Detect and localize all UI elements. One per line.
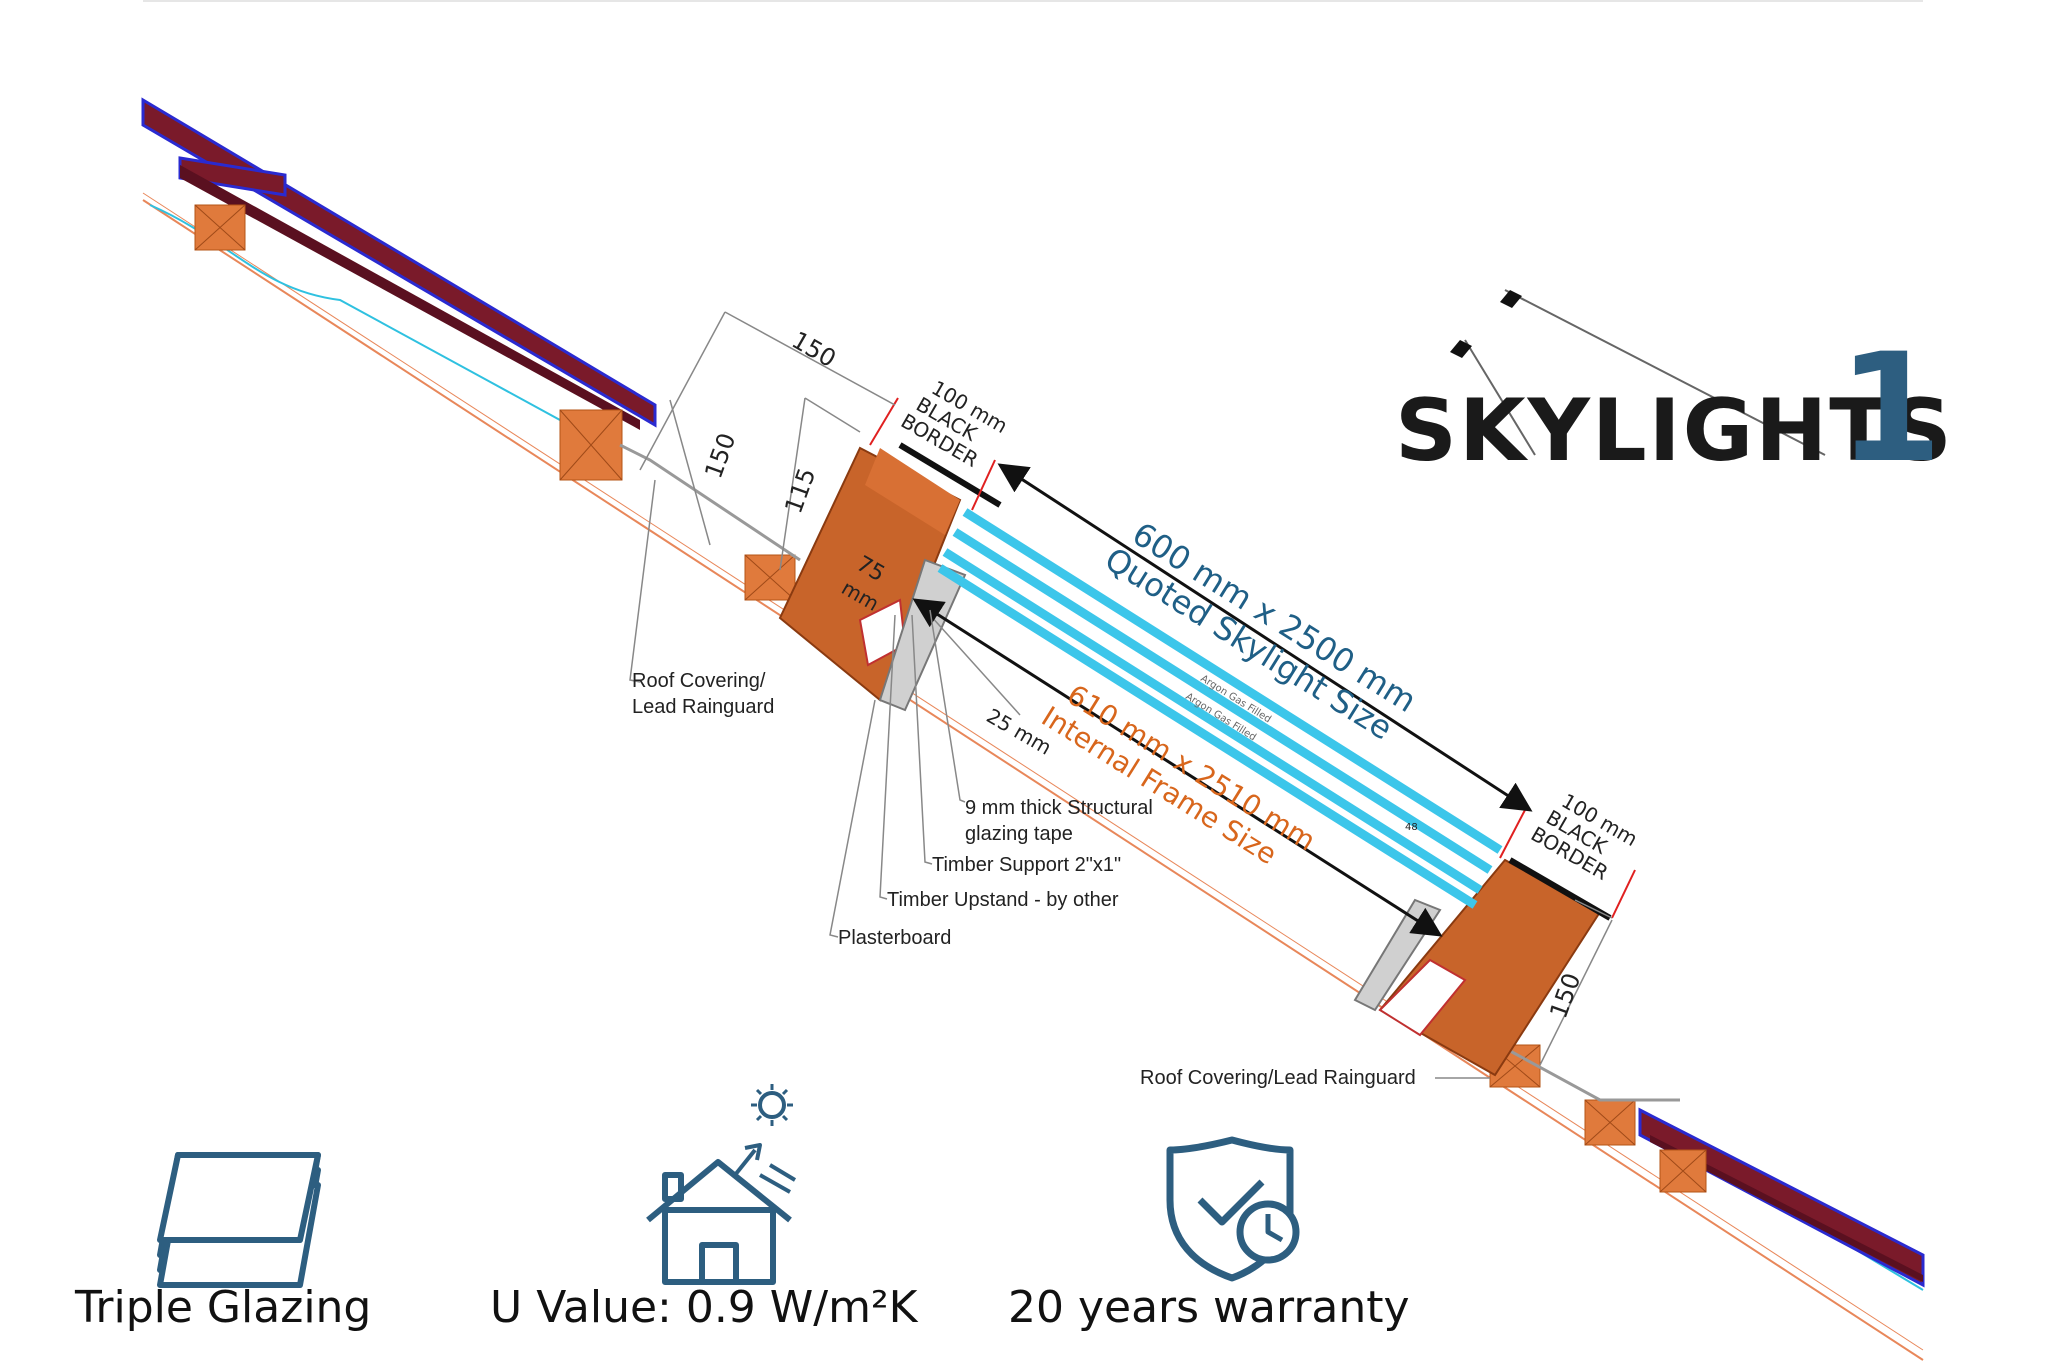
callout-timber-upstand: Timber Upstand - by other xyxy=(887,889,1119,911)
top-divider xyxy=(143,0,1923,2)
callout-tape-2: glazing tape xyxy=(965,823,1073,845)
feature-u-value-label: U Value: 0.9 W/m²K xyxy=(490,1282,918,1333)
battens xyxy=(194,204,1707,1193)
roof-tiles-right xyxy=(1638,1107,1925,1288)
skylights1-logo: SKYLIGHTS 1 xyxy=(1395,289,1954,496)
dim-150-side: 150 xyxy=(699,429,741,482)
callout-plasterboard: Plasterboard xyxy=(838,927,951,949)
callout-roof-right: Roof Covering/Lead Rainguard xyxy=(1140,1067,1416,1089)
feature-warranty-label: 20 years warranty xyxy=(1008,1282,1410,1333)
logo-wordmark: SKYLIGHTS xyxy=(1395,381,1954,481)
lead-flashing xyxy=(619,443,1680,1102)
dim-48: 48 xyxy=(1405,822,1418,833)
size-arrows xyxy=(912,463,1533,937)
callout-roof-left-2: Lead Rainguard xyxy=(632,696,774,718)
roof-tiles-left xyxy=(141,97,657,430)
feature-triple-glazing-label: Triple Glazing xyxy=(75,1282,372,1333)
dim-150-top: 150 xyxy=(787,326,841,373)
border-label-right: 100 mm BLACK BORDER xyxy=(1527,789,1642,885)
callout-timber-support: Timber Support 2"x1" xyxy=(932,854,1121,876)
callout-leaders xyxy=(629,479,1490,1079)
dim-115: 115 xyxy=(779,464,821,517)
shield-check-clock-icon xyxy=(1166,1136,1300,1282)
logo-numeral: 1 xyxy=(1838,322,1942,496)
callout-tape-1: 9 mm thick Structural xyxy=(965,797,1153,819)
house-heat-icon xyxy=(646,1084,797,1285)
black-border-markers xyxy=(869,397,1636,919)
stacked-panes-icon xyxy=(157,1152,321,1288)
callout-roof-left-1: Roof Covering/ xyxy=(632,670,766,692)
